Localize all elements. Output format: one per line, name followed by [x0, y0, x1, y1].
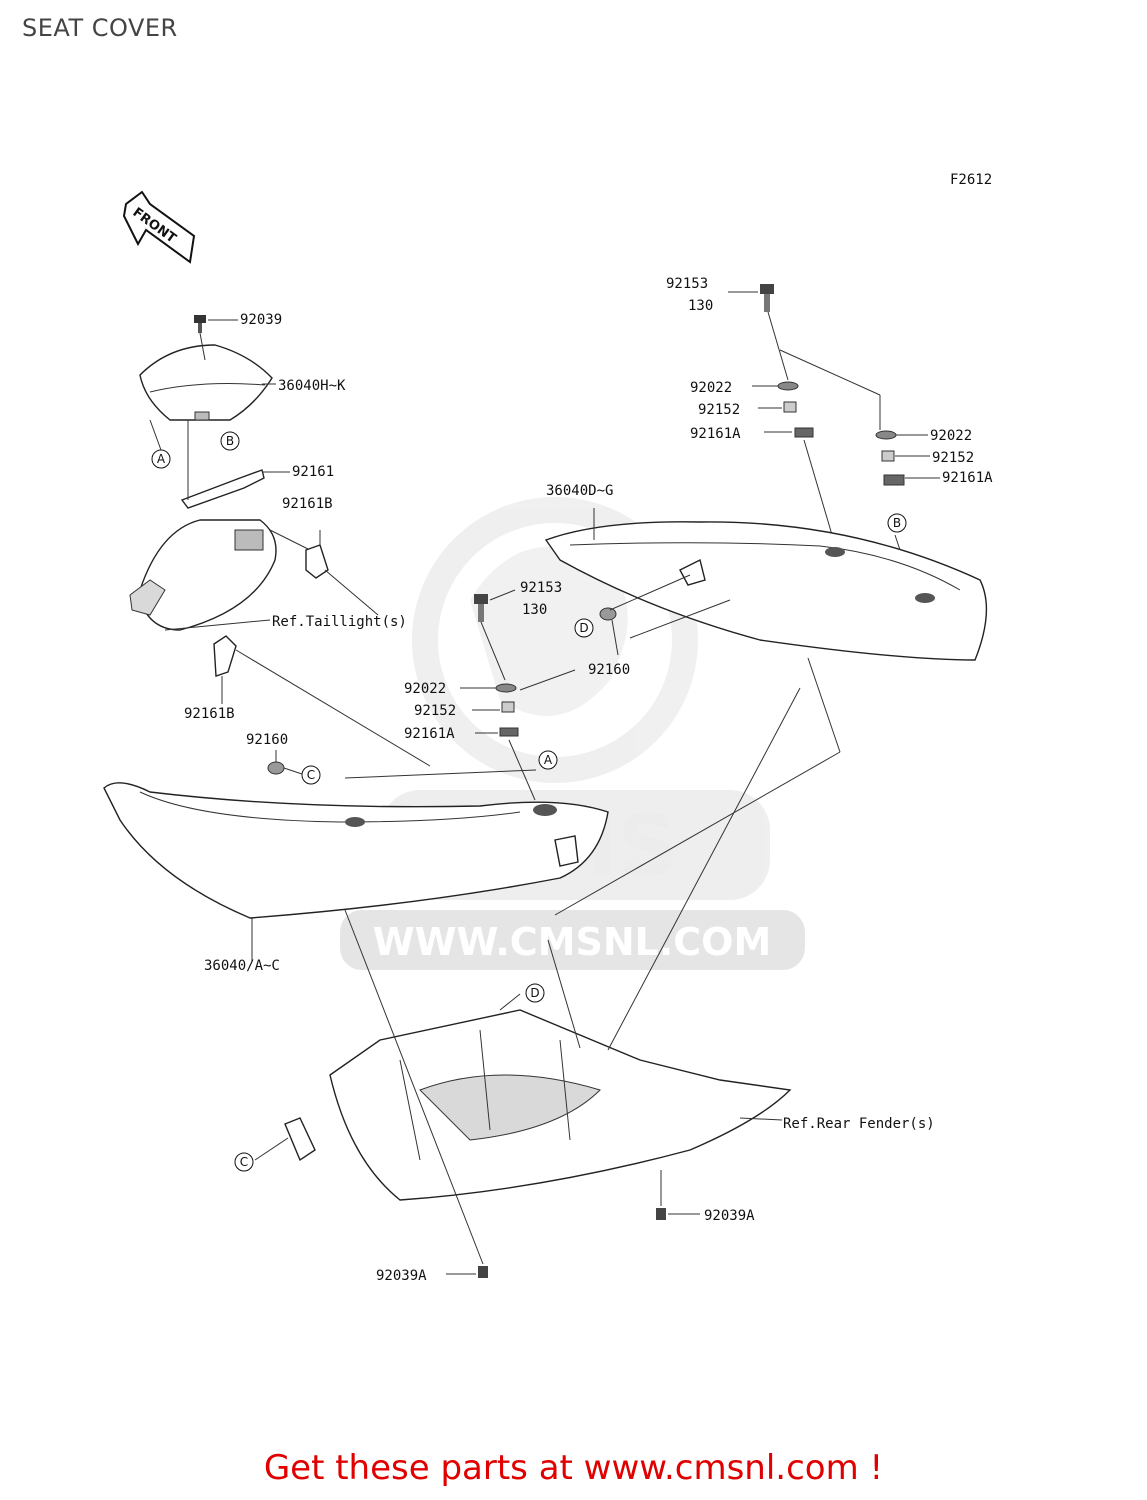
label-92161a-right-a: 92161A	[690, 426, 741, 442]
label-92152-mid: 92152	[414, 703, 456, 719]
label-130-top: 130	[688, 298, 713, 314]
label-ref-taillight: Ref.Taillight(s)	[272, 614, 407, 630]
screw-92039a-bottom	[344, 909, 488, 1278]
label-92039: 92039	[240, 312, 282, 328]
leader-cover-d	[807, 657, 841, 753]
fastener-stack-right-a	[728, 284, 881, 546]
seat-cowl-36040h-k	[139, 344, 273, 421]
label-92161: 92161	[292, 464, 334, 480]
leader-cover-d2	[554, 751, 841, 916]
marker-b-top: B	[220, 431, 240, 451]
grommet-92161b-bottom	[213, 635, 431, 767]
svg-text:A: A	[544, 753, 553, 767]
label-92161a-mid: 92161A	[404, 726, 455, 742]
label-92022-mid: 92022	[404, 681, 446, 697]
svg-text:C: C	[240, 1155, 248, 1169]
label-92153-top: 92153	[666, 276, 708, 292]
label-92160-left: 92160	[246, 732, 288, 748]
svg-text:B: B	[893, 516, 901, 530]
label-92022-right-a: 92022	[690, 380, 732, 396]
leader-cover-a	[344, 769, 537, 779]
label-92153-mid: 92153	[520, 580, 562, 596]
label-92152-right-a: 92152	[698, 402, 740, 418]
grommet-92161b-top	[305, 530, 379, 616]
svg-text:D: D	[530, 986, 539, 1000]
label-92022-right-b: 92022	[930, 428, 972, 444]
label-92160-mid: 92160	[588, 662, 630, 678]
bolt-92039	[194, 315, 238, 361]
watermark-url: WWW.CMSNL.COM	[373, 920, 772, 964]
marker-d-mid: D	[574, 618, 594, 638]
marker-c-fender: C	[234, 1152, 254, 1172]
label-92039a-bottom: 92039A	[376, 1268, 427, 1284]
leader-taillight	[164, 619, 271, 631]
front-direction-arrow: FRONT	[122, 190, 196, 264]
label-92152-right-b: 92152	[932, 450, 974, 466]
screw-92039a-right	[656, 1170, 700, 1220]
svg-text:B: B	[226, 434, 234, 448]
svg-text:D: D	[579, 621, 588, 635]
label-ref-rear-fender: Ref.Rear Fender(s)	[783, 1116, 935, 1132]
figure-code: F2612	[950, 172, 992, 188]
leader-fender-c	[254, 1137, 289, 1161]
grommet-92160-mid	[599, 574, 731, 656]
label-36040-a-c: 36040/A~C	[204, 958, 280, 974]
marker-b-right: B	[887, 513, 907, 533]
side-cover-36040d-g	[544, 508, 988, 661]
bracket-92161	[180, 420, 290, 509]
cmsnl-link[interactable]: Get these parts at www.cmsnl.com !	[263, 1448, 884, 1488]
label-130-mid: 130	[522, 602, 547, 618]
taillight-housing	[129, 519, 311, 631]
svg-text:A: A	[157, 452, 166, 466]
marker-c-left: C	[283, 765, 321, 785]
marker-d-fender: D	[525, 983, 545, 1003]
side-cover-36040-a-c	[103, 782, 609, 962]
svg-text:C: C	[307, 768, 315, 782]
rear-fender-undertray	[284, 687, 801, 1201]
label-92039a-right: 92039A	[704, 1208, 755, 1224]
label-92161b-bottom: 92161B	[184, 706, 235, 722]
marker-a-mid: A	[538, 750, 558, 770]
fastener-stack-center	[460, 589, 576, 801]
label-92161b-top: 92161B	[282, 496, 333, 512]
label-36040d-g: 36040D~G	[546, 483, 613, 499]
marker-a-top: A	[149, 419, 171, 469]
label-36040h-k: 36040H~K	[278, 378, 346, 394]
grommet-92160-left	[267, 750, 285, 775]
seat-cover-parts-diagram: CMS WWW.CMSNL.COM F2612 FRONT	[103, 172, 993, 1284]
page-title: SEAT COVER	[22, 14, 178, 42]
label-92161a-right-b: 92161A	[942, 470, 993, 486]
